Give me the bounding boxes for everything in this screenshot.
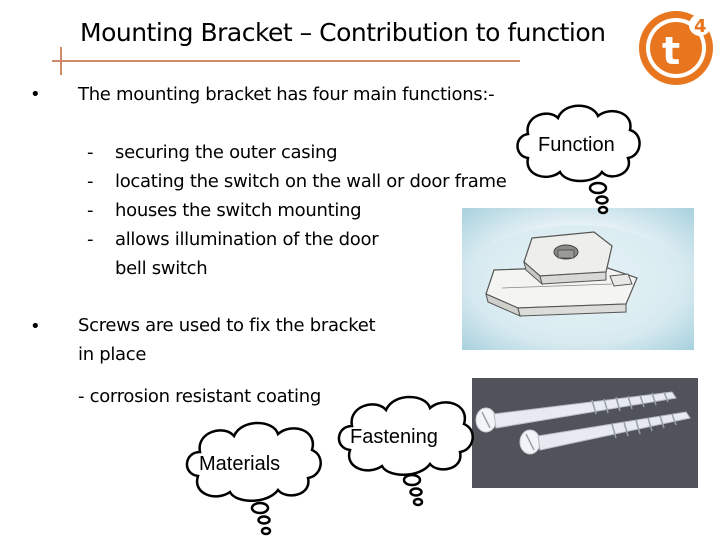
function-item-4-cont: bell switch	[115, 258, 208, 279]
fastening-cloud-label: Fastening	[350, 426, 438, 448]
function-item-2: locating the switch on the wall or door …	[115, 171, 507, 192]
bullet-marker-2: •	[30, 316, 41, 337]
bullet-marker-1: •	[30, 84, 41, 105]
slide-title: Mounting Bracket – Contribution to funct…	[80, 18, 606, 47]
screws-photo	[472, 378, 698, 488]
dash-4: -	[87, 229, 94, 250]
function-item-1: securing the outer casing	[115, 142, 338, 163]
dash-2: -	[87, 171, 94, 192]
function-item-3: houses the switch mounting	[115, 200, 362, 221]
dash-3: -	[87, 200, 94, 221]
logo-superscript: 4	[694, 16, 707, 37]
title-rule-tick	[52, 60, 64, 62]
bracket-photo	[462, 208, 694, 350]
title-underline	[60, 60, 520, 62]
bullet-text-2-line1: Screws are used to fix the bracket	[78, 315, 376, 336]
function-cloud-label: Function	[538, 134, 615, 156]
materials-thought-cloud	[185, 421, 322, 536]
materials-cloud-label: Materials	[199, 453, 281, 475]
function-item-4: allows illumination of the door	[115, 229, 379, 250]
fastening-thought-cloud	[337, 395, 474, 507]
function-thought-cloud	[516, 104, 641, 215]
bullet-text-1: The mounting bracket has four main funct…	[78, 84, 495, 105]
dash-1: -	[87, 142, 94, 163]
coating-note: - corrosion resistant coating	[78, 386, 321, 407]
bullet-text-2-line2: in place	[78, 344, 147, 365]
logo-letter: t	[662, 29, 680, 73]
t4-logo: t 4	[639, 11, 713, 85]
